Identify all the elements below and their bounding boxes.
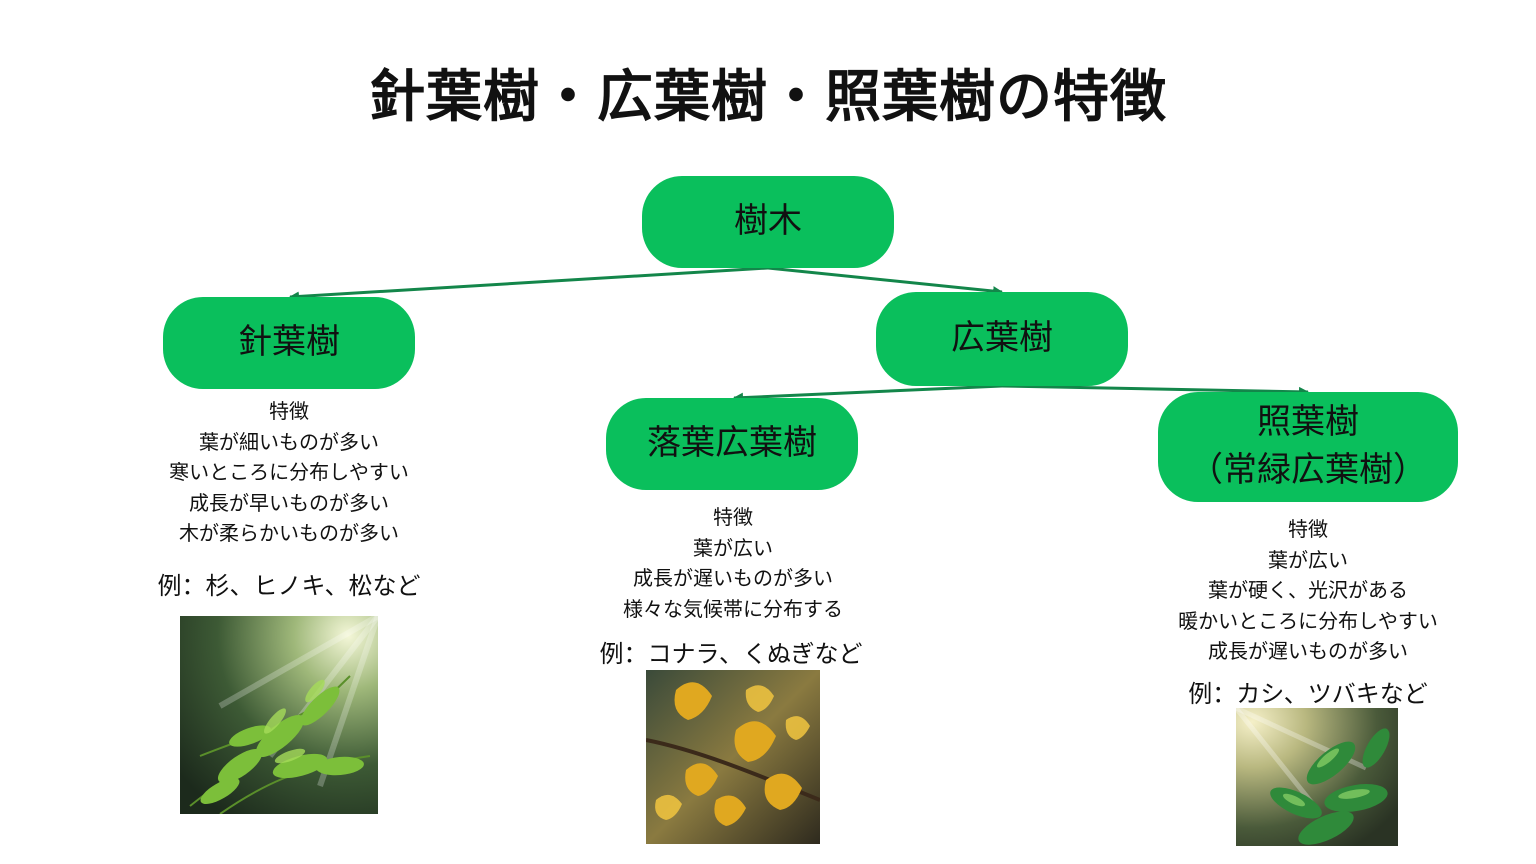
- node-evergreen-label-sub: （常緑広葉樹）: [1189, 450, 1427, 490]
- conifer-feature-item: 葉が細いものが多い: [199, 429, 379, 454]
- node-evergreen-broadleaf: 照葉樹 （常緑広葉樹）: [1158, 392, 1458, 502]
- conifer-feature-item: 成長が早いものが多い: [189, 490, 389, 515]
- deciduous-feature-item: 成長が遅いものが多い: [633, 566, 833, 590]
- deciduous-example: 例：コナラ、くぬぎなど: [599, 640, 863, 668]
- node-conifer-label: 針葉樹: [238, 322, 340, 363]
- deciduous-feature-item: 様々な気候帯に分布する: [623, 596, 843, 621]
- conifer-foliage-image: [180, 616, 378, 814]
- conifer-example: 例：杉、ヒノキ、松など: [157, 572, 421, 600]
- node-trees: 樹木: [642, 176, 894, 268]
- deciduous-features-heading: 特徴: [713, 505, 753, 529]
- node-deciduous-label: 落葉広葉樹: [647, 423, 817, 464]
- node-broadleaf: 広葉樹: [876, 292, 1128, 386]
- deciduous-features: 特徴 葉が広い 成長が遅いものが多い 様々な気候帯に分布する: [583, 502, 883, 624]
- evergreen-features: 特徴 葉が広い 葉が硬く、光沢がある 暖かいところに分布しやすい 成長が遅いもの…: [1148, 514, 1468, 667]
- evergreen-features-heading: 特徴: [1288, 517, 1328, 541]
- evergreen-feature-item: 暖かいところに分布しやすい: [1178, 608, 1438, 633]
- arrow-root-to-conifer: [289, 266, 769, 302]
- arrow-broadleaf-to-deciduous: [733, 384, 1003, 403]
- node-trees-label: 樹木: [734, 201, 802, 242]
- evergreen-feature-item: 成長が遅いものが多い: [1208, 639, 1408, 663]
- evergreen-feature-item: 葉が硬く、光沢がある: [1208, 578, 1408, 602]
- conifer-feature-item: 寒いところに分布しやすい: [169, 460, 409, 484]
- conifer-feature-item: 木が柔らかいものが多い: [179, 521, 399, 545]
- evergreen-example: 例：カシ、ツバキなど: [1188, 680, 1428, 708]
- evergreen-leaves-image: [1236, 708, 1398, 846]
- node-deciduous-broadleaf: 落葉広葉樹: [606, 398, 858, 490]
- arrow-root-to-broadleaf: [767, 266, 1003, 297]
- deciduous-feature-item: 葉が広い: [693, 535, 773, 560]
- node-conifer: 針葉樹: [163, 297, 415, 389]
- conifer-features-heading: 特徴: [269, 399, 309, 423]
- node-broadleaf-label: 広葉樹: [951, 318, 1053, 359]
- page-title: 針葉樹・広葉樹・照葉樹の特徴: [369, 65, 1167, 130]
- evergreen-feature-item: 葉が広い: [1268, 547, 1348, 572]
- conifer-features: 特徴 葉が細いものが多い 寒いところに分布しやすい 成長が早いものが多い 木が柔…: [139, 396, 439, 549]
- oak-leaves-image: [646, 670, 820, 844]
- node-evergreen-label-main: 照葉樹: [1257, 402, 1359, 443]
- arrow-broadleaf-to-evergreen: [1001, 384, 1309, 397]
